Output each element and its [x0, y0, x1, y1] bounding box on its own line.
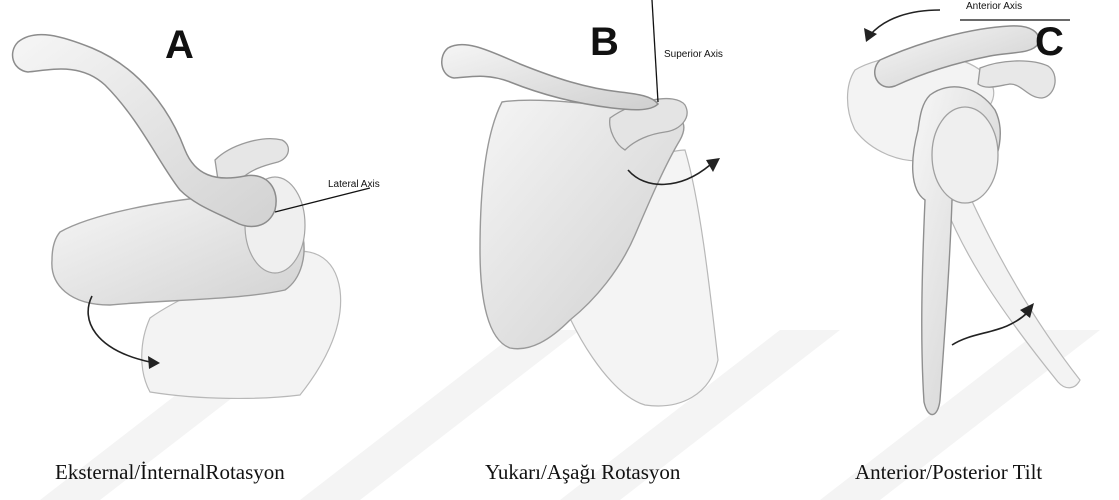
panel-a: Lateral Axis A Eksternal/İnternalRotasyo…: [0, 0, 380, 500]
caption-a: Eksternal/İnternalRotasyon: [55, 460, 285, 485]
axis-label-a: Lateral Axis: [328, 179, 380, 190]
rotation-arrow-a: [88, 296, 150, 362]
axis-label-b: Superior Axis: [664, 49, 723, 60]
axis-label-c: Anterior Axis: [966, 1, 1022, 12]
arrowhead-b: [706, 158, 720, 172]
caption-b: Yukarı/Aşağı Rotasyon: [485, 460, 680, 485]
rotation-arrow-c-top: [870, 10, 940, 35]
panel-letter-c: C: [1035, 22, 1064, 62]
shoulder-illustration-c: Anterior Axis: [760, 0, 1119, 440]
panel-c: Anterior Axis C Anterior/Posterior Tilt: [760, 0, 1119, 500]
panel-b: Superior Axis B Yukarı/Aşağı Rotasyon: [380, 0, 760, 500]
caption-c: Anterior/Posterior Tilt: [855, 460, 1042, 485]
superior-axis-line: [652, 0, 658, 102]
shoulder-illustration-b: Superior Axis: [380, 0, 760, 440]
clavicle-a: [13, 35, 277, 227]
glenoid-c: [932, 107, 998, 203]
panel-letter-b: B: [590, 22, 619, 62]
panel-letter-a: A: [165, 25, 194, 65]
